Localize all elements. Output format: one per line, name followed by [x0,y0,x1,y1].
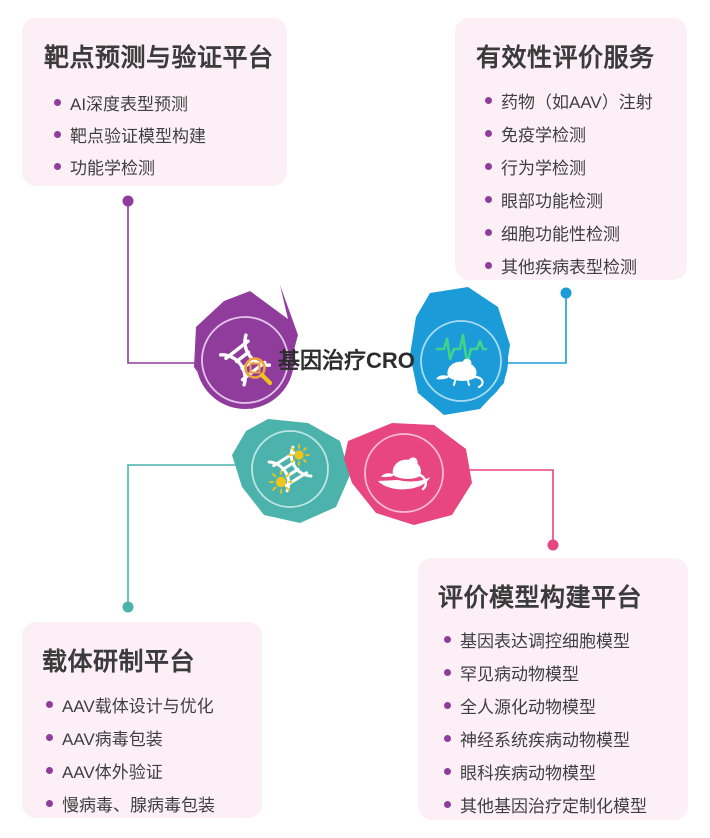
node-ring-pink [364,433,444,513]
dna-virus-icon [267,444,313,494]
connector-dot-model [547,539,559,551]
list-item: 免疫学检测 [471,117,671,150]
mouse-in-hand-icon [378,457,430,491]
list-item: 眼科疾病动物模型 [434,755,674,788]
bullet-dot-icon [444,735,451,742]
node-circle-blue [414,314,508,408]
card-item-list: AAV载体设计与优化 AAV病毒包装 AAV体外验证 慢病毒、腺病毒包装 [38,688,246,820]
bullet-dot-icon [444,669,451,676]
mouse-ecg-icon [435,333,488,389]
list-item-label: 免疫学检测 [501,126,586,145]
connector-line-vector [127,464,252,603]
list-item: 药物（如AAV）注射 [471,84,671,117]
list-item-label: 神经系统疾病动物模型 [460,731,630,750]
list-item-label: AI深度表型预测 [70,94,189,114]
bullet-dot-icon [444,768,451,775]
list-item-label: AAV载体设计与优化 [62,697,214,716]
node-vector-development[interactable] [232,419,350,523]
list-item-label: AAV病毒包装 [62,730,163,749]
card-title: 靶点预测与验证平台 [44,44,274,72]
node-animal-model[interactable] [344,423,472,525]
bullet-dot-icon [54,162,61,170]
dna-magnifier-icon [218,333,273,387]
list-item: 功能学检测 [40,150,269,182]
connector-dot-target [122,195,134,207]
node-circle-teal [246,425,334,513]
card-vector-development-platform: 载体研制平台 AAV载体设计与优化 AAV病毒包装 AAV体外验证 慢病毒、腺病… [22,622,262,818]
list-item: 神经系统疾病动物模型 [434,722,674,755]
card-target-prediction-platform: 靶点预测与验证平台 AI深度表型预测 靶点验证模型构建 功能学检测 [22,18,287,186]
list-item: 其他疾病表型检测 [471,249,671,282]
card-title: 载体研制平台 [42,648,196,676]
bullet-dot-icon [46,734,53,741]
list-item: 基因表达调控细胞模型 [434,623,674,656]
bullet-dot-icon [485,163,492,170]
list-item: 慢病毒、腺病毒包装 [38,787,246,820]
node-target-prediction[interactable] [194,285,298,409]
bullet-dot-icon [485,97,492,104]
node-ring-blue [420,320,502,402]
list-item-label: AAV体外验证 [62,763,163,782]
list-item-label: 眼科疾病动物模型 [460,764,596,783]
bullet-dot-icon [444,702,451,709]
connector-line-model [450,469,554,541]
list-item-label: 其他疾病表型检测 [501,258,637,277]
list-item-label: 基因表达调控细胞模型 [460,632,630,651]
bullet-dot-icon [444,801,451,808]
list-item-label: 药物（如AAV）注射 [501,93,653,112]
list-item-label: 全人源化动物模型 [460,698,596,717]
bullet-dot-icon [485,130,492,137]
list-item-label: 罕见病动物模型 [460,665,579,684]
list-item: AAV载体设计与优化 [38,688,246,721]
central-diagram: 基因治疗CRO [180,283,525,528]
list-item-label: 靶点验证模型构建 [70,126,206,146]
list-item-label: 其他基因治疗定制化模型 [460,797,647,816]
list-item-label: 慢病毒、腺病毒包装 [62,796,215,815]
list-item: 靶点验证模型构建 [40,118,269,150]
card-title: 有效性评价服务 [476,44,655,72]
bullet-dot-icon [444,636,451,643]
list-item: 行为学检测 [471,150,671,183]
list-item: 眼部功能检测 [471,183,671,216]
bullet-dot-icon [485,262,492,269]
card-item-list: 药物（如AAV）注射 免疫学检测 行为学检测 眼部功能检测 细胞功能性检测 其他… [471,84,671,282]
connector-dot-efficacy [560,287,572,299]
list-item-label: 眼部功能检测 [501,192,603,211]
bullet-dot-icon [46,767,53,774]
node-ring-purple [201,316,289,404]
list-item: 细胞功能性检测 [471,216,671,249]
center-label: 基因治疗CRO [278,348,415,373]
list-item-label: 行为学检测 [501,159,586,178]
bullet-dot-icon [485,196,492,203]
connector-dot-vector [122,601,134,613]
card-title: 评价模型构建平台 [438,584,643,612]
bullet-dot-icon [46,701,53,708]
list-item-label: 细胞功能性检测 [501,225,620,244]
card-evaluation-model-platform: 评价模型构建平台 基因表达调控细胞模型 罕见病动物模型 全人源化动物模型 神经系… [418,558,688,820]
bullet-dot-icon [54,130,61,138]
node-efficacy-evaluation[interactable] [410,287,510,415]
list-item: 全人源化动物模型 [434,689,674,722]
card-item-list: AI深度表型预测 靶点验证模型构建 功能学检测 [40,86,269,182]
bullet-dot-icon [54,98,61,106]
list-item: 其他基因治疗定制化模型 [434,788,674,821]
card-item-list: 基因表达调控细胞模型 罕见病动物模型 全人源化动物模型 神经系统疾病动物模型 眼… [434,623,674,821]
list-item: AAV体外验证 [38,754,246,787]
list-item: 罕见病动物模型 [434,656,674,689]
card-efficacy-evaluation-service: 有效性评价服务 药物（如AAV）注射 免疫学检测 行为学检测 眼部功能检测 细胞… [455,18,687,280]
bullet-dot-icon [46,800,53,807]
list-item: AI深度表型预测 [40,86,269,118]
list-item: AAV病毒包装 [38,721,246,754]
bullet-dot-icon [485,229,492,236]
node-ring-teal [251,430,329,508]
list-item-label: 功能学检测 [70,158,155,178]
